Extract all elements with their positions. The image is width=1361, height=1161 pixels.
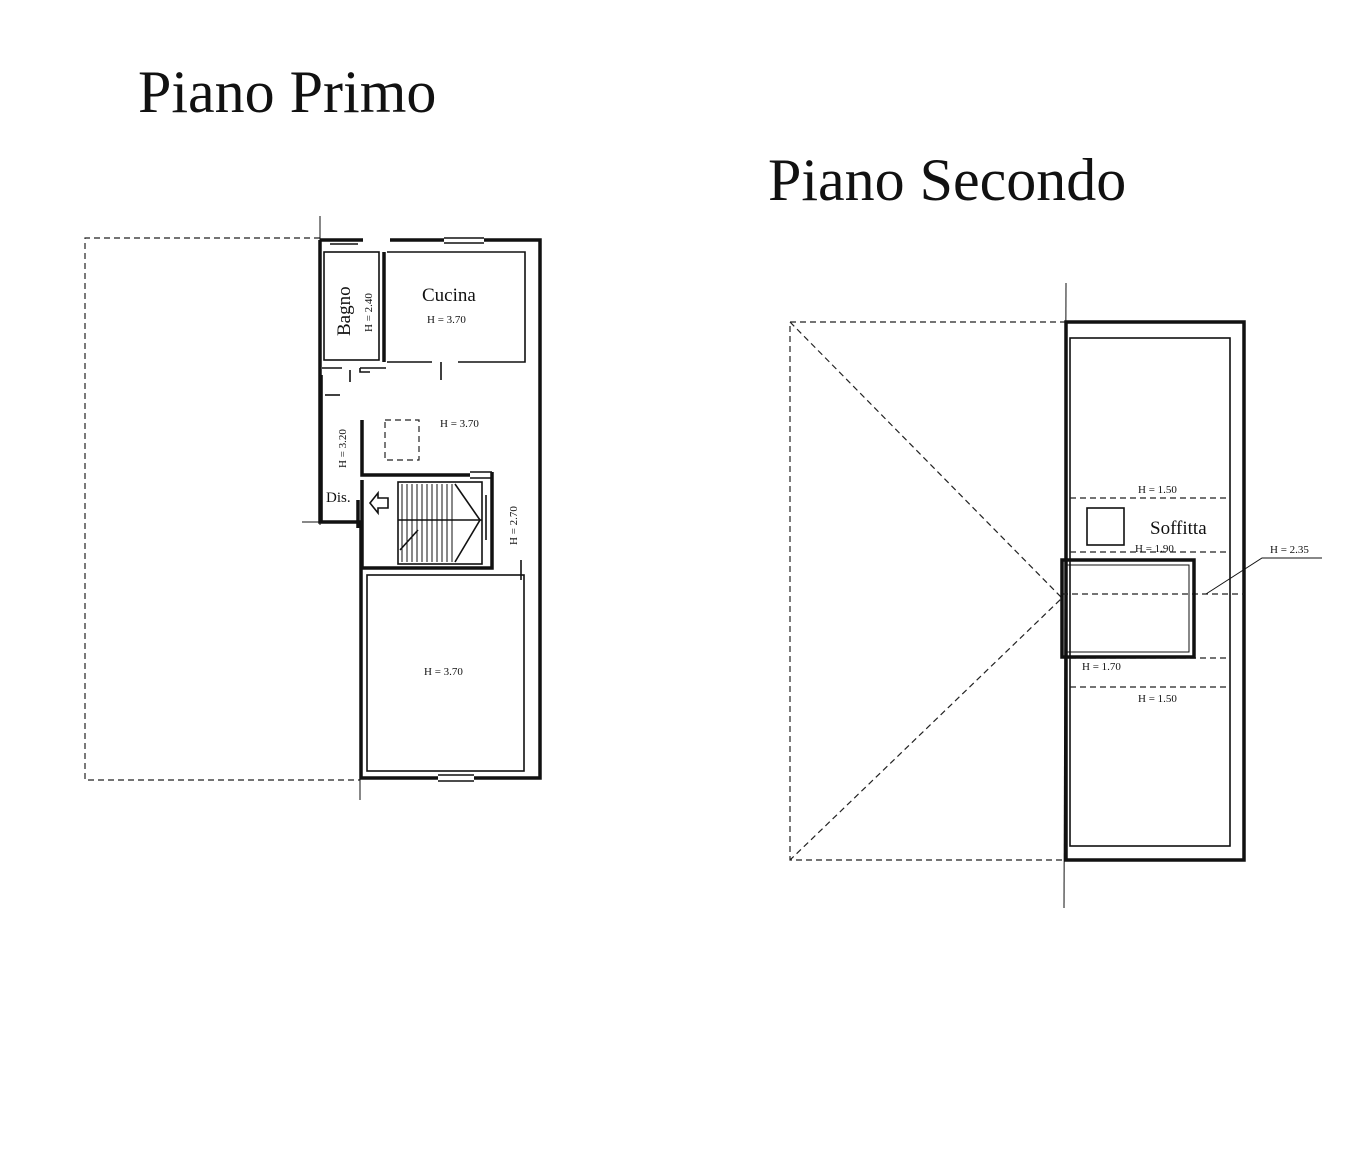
bagno-room (323, 251, 380, 361)
corridor-wall (360, 420, 470, 477)
first-floor-title: Piano Primo (138, 59, 437, 125)
first-floor-windows (330, 237, 484, 782)
soggiorno-height: H = 3.70 (440, 418, 479, 430)
second-floor-title: Piano Secondo (768, 147, 1127, 213)
soffitta-height-leader: H = 2.35 (1270, 544, 1309, 556)
raised-volume (1060, 558, 1196, 659)
first-floor-adjacent-outline (84, 237, 360, 781)
soffitta-height-low: H = 1.70 (1082, 661, 1121, 673)
disimpegno-height: H = 3.20 (337, 429, 349, 468)
soffitta-height-bottom: H = 1.50 (1138, 693, 1177, 705)
bagno-label: Bagno (334, 286, 355, 336)
camera-room (366, 574, 525, 772)
height-leader-line (1205, 557, 1322, 595)
dis-label: Dis. (326, 490, 351, 506)
first-floor-outer-wall (318, 238, 542, 780)
cucina-room (387, 251, 526, 363)
cucina-label: Cucina (422, 285, 476, 306)
soffitta-label: Soffitta (1150, 518, 1207, 539)
door-mark (349, 362, 442, 382)
stair-arrow-icon (368, 490, 389, 516)
second-floor-outer-wall (1064, 320, 1246, 862)
duct (1086, 507, 1125, 546)
second-floor-plan: H = 1.50 Soffitta H = 1.90 H = 2.35 H = … (789, 282, 1322, 909)
corridor-window (470, 471, 492, 479)
staircase (360, 472, 494, 570)
second-floor-adjacent-roof (789, 321, 1066, 861)
bagno-height: H = 2.40 (363, 293, 375, 332)
soffitta-height-mid: H = 1.90 (1135, 543, 1174, 555)
soffitta-room (1069, 337, 1231, 847)
camera-height: H = 3.70 (424, 666, 463, 678)
duct (384, 419, 420, 461)
partition-wall (322, 367, 386, 373)
raised-volume-inner (1066, 564, 1190, 653)
soffitta-height-top: H = 1.50 (1138, 484, 1177, 496)
cucina-height: H = 3.70 (427, 314, 466, 326)
scala-height: H = 2.70 (508, 506, 520, 545)
first-floor-plan: Cucina H = 3.70 Bagno H = 2.40 H = 3.70 … (84, 216, 542, 800)
